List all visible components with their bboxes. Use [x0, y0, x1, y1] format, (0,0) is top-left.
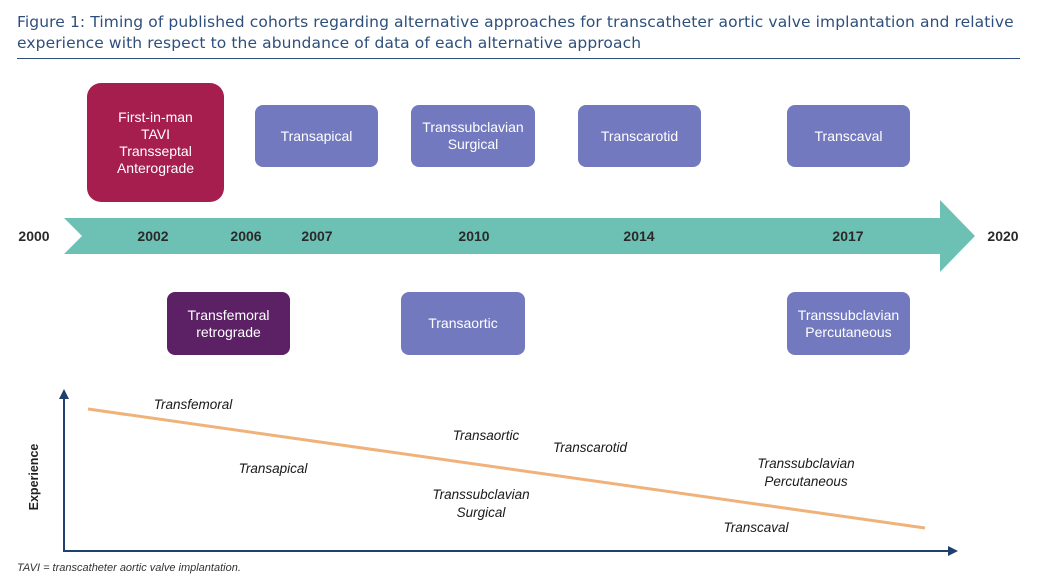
box-first-in-man-tavi: First-in-man TAVI Transseptal Anterograd…: [87, 83, 224, 202]
footnote: TAVI = transcatheter aortic valve implan…: [17, 562, 241, 574]
experience-label-transaortic: Transaortic: [452, 428, 520, 443]
title-divider: [17, 58, 1020, 59]
y-axis-arrowhead: [59, 389, 69, 399]
y-axis-label: Experience: [27, 443, 41, 511]
year-label-2006: 2006: [230, 228, 262, 244]
year-label-2007: 2007: [301, 228, 333, 244]
experience-label-transcarotid: Transcarotid: [552, 440, 628, 455]
experience-trend-line: [87, 407, 926, 530]
experience-label-transsubclavian-surgical: Transsubclavian Surgical: [432, 487, 530, 520]
box-transapical: Transapical: [255, 105, 378, 167]
year-label-2014: 2014: [623, 228, 655, 244]
experience-label-transsubclavian-percutaneous: Transsubclavian Percutaneous: [757, 456, 855, 489]
year-label-2017: 2017: [832, 228, 864, 244]
box-transfemoral-retrograde: Transfemoral retrograde: [167, 292, 290, 355]
box-transcaval: Transcaval: [787, 105, 910, 167]
experience-label-transcaval: Transcaval: [723, 520, 789, 535]
box-transsubclavian-percutaneous: Transsubclavian Percutaneous: [787, 292, 910, 355]
box-transsubclavian-surgical: Transsubclavian Surgical: [411, 105, 535, 167]
x-axis-arrowhead: [948, 546, 958, 556]
experience-label-transfemoral: Transfemoral: [153, 397, 233, 412]
year-label-2002: 2002: [137, 228, 169, 244]
box-transcarotid: Transcarotid: [578, 105, 701, 167]
timeline-arrow: [64, 200, 975, 272]
box-transaortic: Transaortic: [401, 292, 525, 355]
year-label-start: 2000: [18, 228, 50, 244]
year-label-end: 2020: [987, 228, 1019, 244]
year-label-2010: 2010: [458, 228, 490, 244]
experience-label-transapical: Transapical: [238, 461, 308, 476]
figure-title: Figure 1: Timing of published cohorts re…: [17, 13, 1014, 52]
